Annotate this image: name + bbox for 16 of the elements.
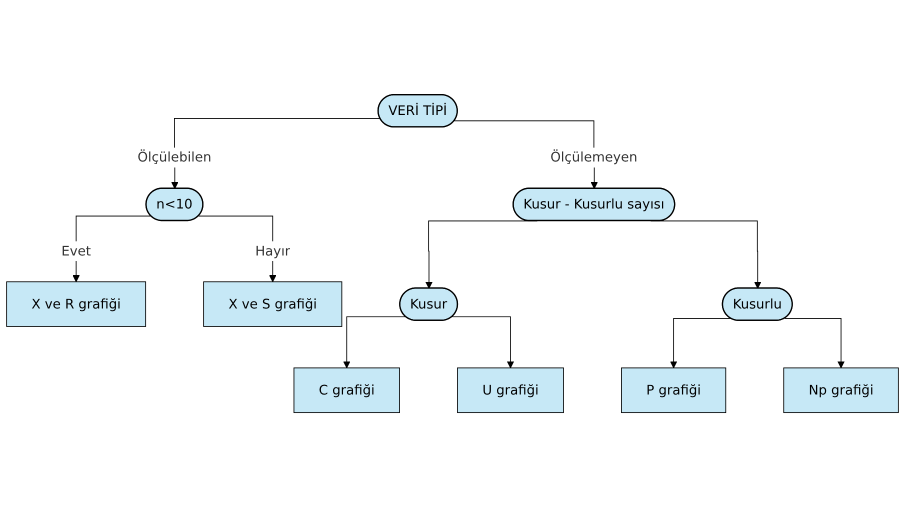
edge-label: Ölçülemeyen bbox=[550, 149, 638, 165]
arrow bbox=[454, 120, 598, 189]
node-box: X ve S grafiği bbox=[203, 281, 342, 327]
node-box: C grafiği bbox=[294, 367, 400, 413]
arrow bbox=[171, 118, 381, 189]
arrow bbox=[343, 316, 406, 368]
node-box: P grafiği bbox=[621, 367, 726, 413]
edge-label: Ölçülebilen bbox=[137, 149, 212, 165]
arrow bbox=[670, 318, 732, 368]
node-box: X ve R grafiği bbox=[6, 281, 146, 327]
node-box: Np grafiği bbox=[783, 367, 899, 413]
edge-label: Hayır bbox=[255, 242, 290, 258]
arrow bbox=[784, 318, 845, 368]
arrow bbox=[452, 316, 514, 368]
edge-label: Evet bbox=[61, 242, 91, 258]
node-box: U grafiği bbox=[457, 367, 564, 413]
